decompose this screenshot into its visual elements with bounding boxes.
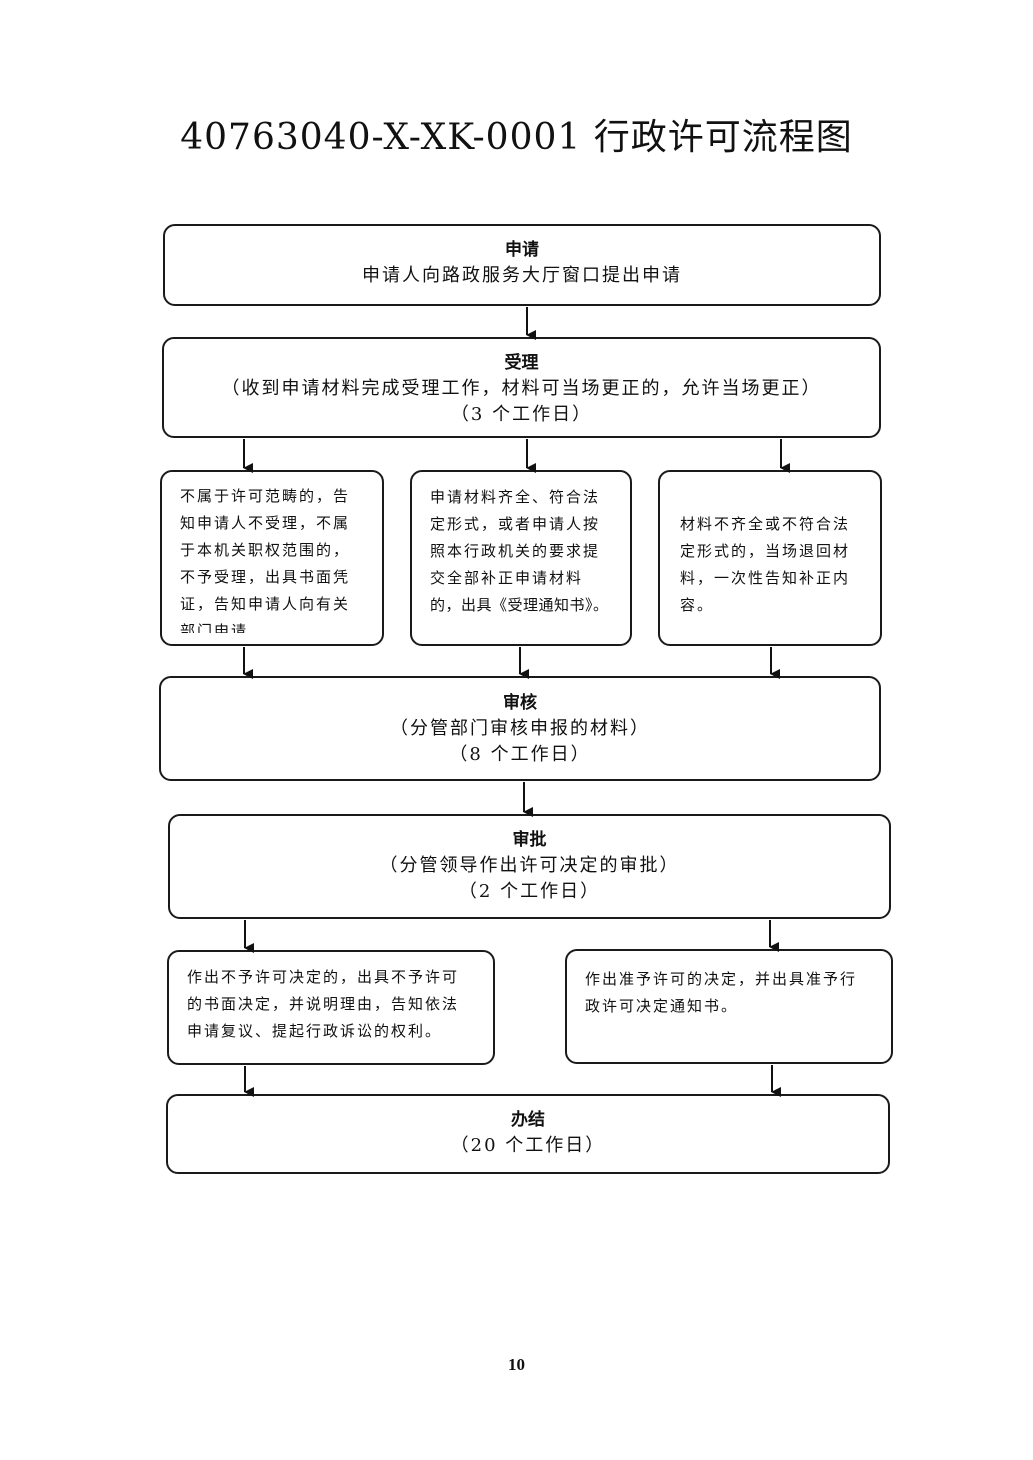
branch-reject-line: 部门申请 xyxy=(180,622,249,633)
branch-return-line: 容。 xyxy=(680,596,715,614)
decision-deny-line: 作出不予许可决定的，出具不予许可 xyxy=(187,968,460,986)
branch-accept-line: 交全部补正申请材料 xyxy=(430,569,584,587)
branch-accept-box: 申请材料齐全、符合法 定形式，或者申请人按 照本行政机关的要求提 交全部补正申请… xyxy=(410,470,632,646)
decision-deny-box: 作出不予许可决定的，出具不予许可 的书面决定，并说明理由，告知依法 申请复议、提… xyxy=(167,950,495,1065)
step-review: 审核 （分管部门审核申报的材料） （8 个工作日） xyxy=(159,676,881,781)
step-review-heading: 审核 xyxy=(503,693,537,713)
step-approve-duration: （2 个工作日） xyxy=(458,881,601,902)
branch-accept-line: 的，出具《受理通知书》。 xyxy=(430,596,609,614)
page-number: 10 xyxy=(508,1355,525,1374)
step-review-duration: （8 个工作日） xyxy=(449,744,591,765)
branch-return-box: 材料不齐全或不符合法 定形式的，当场退回材 料，一次性告知补正内 容。 xyxy=(658,470,882,646)
decision-grant-line: 政许可决定通知书。 xyxy=(585,997,739,1015)
branch-return-line: 料，一次性告知补正内 xyxy=(680,569,851,587)
decision-grant-box: 作出准予许可的决定，并出具准予行 政许可决定通知书。 xyxy=(565,949,893,1064)
step-accept-duration: （3 个工作日） xyxy=(450,404,593,425)
branch-reject-box: 不属于许可范畴的，告 知申请人不受理，不属 于本机关职权范围的， 不予受理，出具… xyxy=(160,470,384,646)
decision-grant-line: 作出准予许可的决定，并出具准予行 xyxy=(585,970,858,988)
step-accept-heading: 受理 xyxy=(504,353,539,373)
step-approve-text: （分管领导作出许可决定的审批） xyxy=(379,855,680,876)
branch-return-line: 定形式的，当场退回材 xyxy=(680,542,851,560)
branch-accept-line: 定形式，或者申请人按 xyxy=(430,515,601,533)
step-apply-heading: 申请 xyxy=(505,240,539,260)
branch-reject-line: 不属于许可范畴的，告 xyxy=(180,487,351,505)
page-title: 40763040-X-XK-0001 行政许可流程图 xyxy=(180,117,853,158)
decision-deny-line: 申请复议、提起行政诉讼的权利。 xyxy=(187,1022,443,1040)
step-finish-heading: 办结 xyxy=(511,1110,545,1130)
step-approve-heading: 审批 xyxy=(512,830,547,850)
branch-reject-line: 于本机关职权范围的， xyxy=(180,541,351,559)
branch-reject-line: 不予受理，出具书面凭 xyxy=(180,568,351,586)
step-accept-text: （收到申请材料完成受理工作，材料可当场更正的，允许当场更正） xyxy=(221,378,822,399)
branch-return-line: 材料不齐全或不符合法 xyxy=(680,515,851,533)
step-review-text: （分管部门审核申报的材料） xyxy=(390,718,650,739)
step-finish-duration: （20 个工作日） xyxy=(450,1135,606,1156)
step-approve: 审批 （分管领导作出许可决定的审批） （2 个工作日） xyxy=(168,814,891,919)
step-apply: 申请 申请人向路政服务大厅窗口提出申请 xyxy=(163,224,881,306)
branch-reject-line: 知申请人不受理，不属 xyxy=(180,514,351,532)
branch-accept-line: 照本行政机关的要求提 xyxy=(430,542,601,560)
step-apply-text: 申请人向路政服务大厅窗口提出申请 xyxy=(362,265,682,286)
branch-accept-line: 申请材料齐全、符合法 xyxy=(430,488,601,506)
step-accept: 受理 （收到申请材料完成受理工作，材料可当场更正的，允许当场更正） （3 个工作… xyxy=(162,337,881,438)
step-finish: 办结 （20 个工作日） xyxy=(166,1094,890,1174)
branch-reject-line: 证，告知申请人向有关 xyxy=(180,595,351,613)
decision-deny-line: 的书面决定，并说明理由，告知依法 xyxy=(187,995,460,1013)
